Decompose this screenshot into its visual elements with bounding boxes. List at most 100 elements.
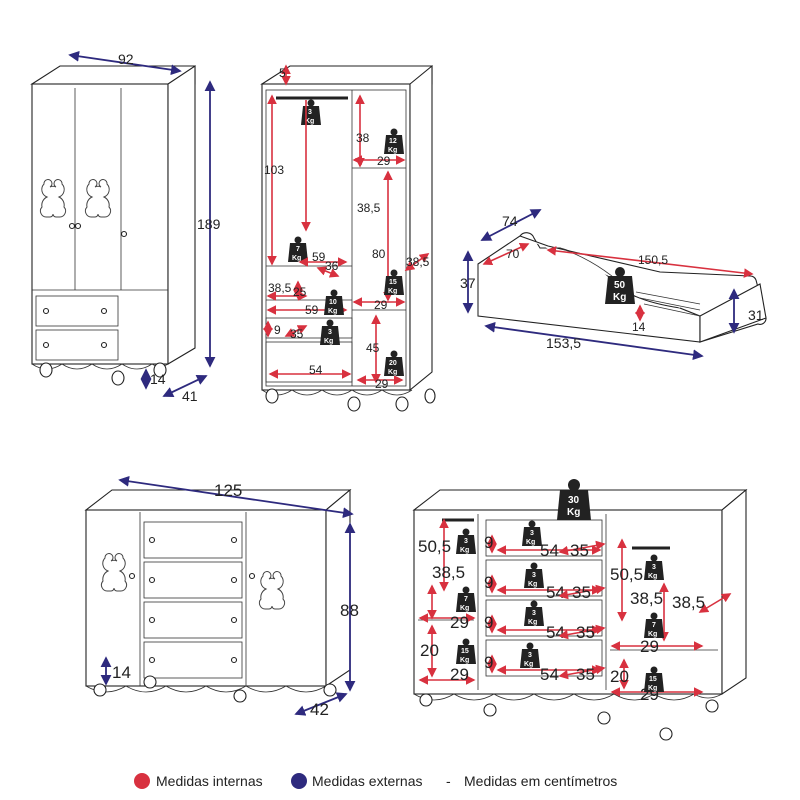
svg-text:7: 7 xyxy=(652,622,656,629)
weight-icon: 3Kg xyxy=(520,642,540,668)
svg-text:Kg: Kg xyxy=(648,573,657,580)
svg-text:54: 54 xyxy=(309,363,323,377)
svg-text:Kg: Kg xyxy=(292,255,301,262)
svg-text:20: 20 xyxy=(389,360,397,367)
svg-text:150,5: 150,5 xyxy=(638,253,668,267)
svg-text:36: 36 xyxy=(325,259,339,273)
svg-text:Kg: Kg xyxy=(524,661,533,668)
svg-text:103: 103 xyxy=(264,163,284,177)
svg-text:38: 38 xyxy=(356,131,370,145)
svg-text:7: 7 xyxy=(464,596,468,603)
weight-icon: 3Kg xyxy=(301,99,321,125)
drawer-1 xyxy=(35,295,119,327)
external-dot-icon xyxy=(291,773,307,789)
svg-text:54: 54 xyxy=(546,623,565,642)
svg-text:14: 14 xyxy=(632,320,646,334)
svg-text:29: 29 xyxy=(640,637,659,656)
wardrobe-closed: 92 189 41 14 xyxy=(30,50,221,404)
svg-text:38,5: 38,5 xyxy=(432,563,465,582)
drawer-dims-1: 9 54 35 xyxy=(484,533,606,560)
svg-text:15: 15 xyxy=(461,648,469,655)
svg-text:31: 31 xyxy=(748,307,764,323)
svg-text:15: 15 xyxy=(649,676,657,683)
svg-text:35: 35 xyxy=(290,327,304,341)
wardrobe-side xyxy=(167,64,196,365)
svg-text:9: 9 xyxy=(484,573,493,592)
drawer-dims-2: 9 54 35 xyxy=(484,573,606,602)
dresser-closed: 125 88 42 14 xyxy=(84,475,359,719)
svg-text:59: 59 xyxy=(305,303,319,317)
weight-icon: 3Kg xyxy=(320,319,340,345)
svg-text:125: 125 xyxy=(214,481,242,500)
svg-text:29: 29 xyxy=(377,154,391,168)
svg-text:12: 12 xyxy=(389,138,397,145)
bed-width-dimension xyxy=(480,209,542,241)
svg-text:54: 54 xyxy=(540,665,559,684)
svg-text:30: 30 xyxy=(568,495,580,506)
weight-icon: 3Kg xyxy=(524,600,544,626)
svg-text:3: 3 xyxy=(528,652,532,659)
svg-text:Kg: Kg xyxy=(648,631,657,638)
svg-text:20: 20 xyxy=(610,667,629,686)
svg-text:20: 20 xyxy=(420,641,439,660)
depth-dimension xyxy=(162,374,208,398)
width-dimension xyxy=(68,50,182,76)
legend-units-note: Medidas em centímetros xyxy=(464,773,617,789)
internal-dot-icon xyxy=(134,773,150,789)
depth-label: 41 xyxy=(182,388,198,404)
wardrobe-top xyxy=(30,65,196,85)
drawer-2 xyxy=(35,329,119,361)
svg-text:29: 29 xyxy=(450,665,469,684)
svg-text:3: 3 xyxy=(308,109,312,116)
svg-text:29: 29 xyxy=(374,298,388,312)
svg-text:14: 14 xyxy=(112,663,131,682)
svg-text:80: 80 xyxy=(372,247,386,261)
svg-text:3: 3 xyxy=(532,610,536,617)
svg-text:54: 54 xyxy=(546,583,565,602)
svg-text:3: 3 xyxy=(530,530,534,537)
drawer-dims-3: 9 54 35 xyxy=(484,613,606,642)
svg-text:Kg: Kg xyxy=(460,657,469,664)
svg-text:9: 9 xyxy=(484,653,493,672)
weight-icon: 7Kg xyxy=(456,586,476,612)
svg-text:38,5: 38,5 xyxy=(630,589,663,608)
weight-icon: 3Kg xyxy=(524,562,544,588)
svg-text:35: 35 xyxy=(576,665,595,684)
svg-text:3: 3 xyxy=(652,564,656,571)
svg-text:Kg: Kg xyxy=(567,507,580,518)
svg-text:9: 9 xyxy=(274,323,281,337)
bed-width-label: 74 xyxy=(502,213,518,229)
svg-text:9: 9 xyxy=(484,533,493,552)
svg-text:Kg: Kg xyxy=(528,581,537,588)
svg-text:Kg: Kg xyxy=(328,308,337,315)
legend-external-label: Medidas externas xyxy=(312,773,423,789)
svg-text:38,5: 38,5 xyxy=(357,201,381,215)
legend: Medidas internas Medidas externas - Medi… xyxy=(134,773,617,789)
svg-text:3: 3 xyxy=(328,329,332,336)
foot-label: 14 xyxy=(150,371,166,387)
svg-text:38,5: 38,5 xyxy=(406,255,430,269)
svg-text:45: 45 xyxy=(366,341,380,355)
svg-text:3: 3 xyxy=(532,572,536,579)
foot xyxy=(111,370,125,386)
svg-text:38,5: 38,5 xyxy=(268,281,292,295)
svg-text:Kg: Kg xyxy=(528,619,537,626)
svg-text:35: 35 xyxy=(576,623,595,642)
svg-text:42: 42 xyxy=(310,700,329,719)
svg-text:15: 15 xyxy=(389,279,397,286)
svg-text:9: 9 xyxy=(484,613,493,632)
svg-text:35: 35 xyxy=(572,583,591,602)
svg-text:Kg: Kg xyxy=(305,118,314,125)
height-label: 189 xyxy=(197,216,221,232)
weight-icon: 7Kg xyxy=(644,612,664,638)
weight-icon: 3Kg xyxy=(522,520,542,546)
wardrobe-front xyxy=(31,83,169,365)
